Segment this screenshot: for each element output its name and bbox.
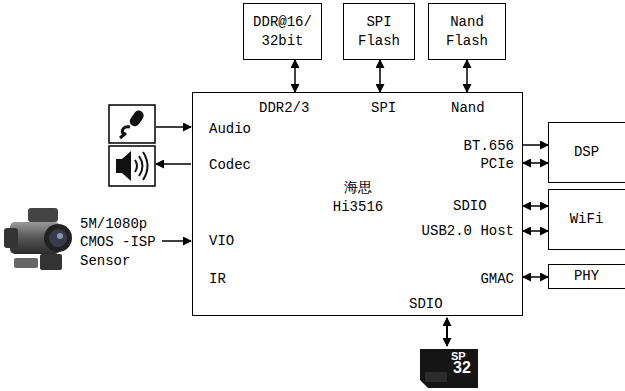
port-label: BT.656 xyxy=(464,137,514,156)
box-label: DSP xyxy=(574,143,599,162)
device-box: DDR@16/ 32bit xyxy=(243,3,322,60)
bus-arrow xyxy=(523,276,548,278)
bus-arrow xyxy=(379,60,381,92)
bus-arrow xyxy=(523,162,548,164)
port-label: 海思 Hi3516 xyxy=(326,179,390,217)
sd-arrow xyxy=(446,318,448,346)
bus-arrow xyxy=(294,60,296,92)
port-label: GMAC xyxy=(480,270,514,289)
sensor-label: 5M/1080p xyxy=(80,215,147,233)
box-label: DDR@16/ 32bit xyxy=(247,13,318,51)
box-label: Nand Flash xyxy=(432,13,502,51)
box-label: SPI Flash xyxy=(347,13,411,51)
bus-arrow xyxy=(523,230,548,232)
port-label: VIO xyxy=(209,232,234,251)
device-box: DSP xyxy=(548,122,625,183)
port-label: SPI xyxy=(371,99,396,118)
speaker-icon xyxy=(109,146,155,186)
microphone-icon xyxy=(109,105,155,143)
device-box: SPI Flash xyxy=(343,3,415,60)
port-label: SDIO xyxy=(453,197,487,216)
bus-arrow xyxy=(523,144,548,146)
sensor-label: Sensor xyxy=(80,252,130,270)
port-label: Audio xyxy=(209,120,251,139)
box-label: WiFi xyxy=(570,210,604,229)
port-label: PCIe xyxy=(480,155,514,174)
port-label: USB2.0 Host xyxy=(422,222,514,241)
audio-out-arrow xyxy=(156,163,191,165)
device-box: Nand Flash xyxy=(428,3,506,60)
camera-picture xyxy=(4,208,72,270)
port-label: IR xyxy=(209,270,226,289)
port-label: Nand xyxy=(451,99,485,118)
sd-card xyxy=(420,349,478,388)
sensor-arrow xyxy=(162,240,191,242)
port-label: DDR2/3 xyxy=(259,99,309,118)
bus-arrow xyxy=(466,60,468,92)
bus-arrow xyxy=(523,205,548,207)
box-label: PHY xyxy=(574,267,599,286)
sensor-label: CMOS -ISP xyxy=(80,233,156,251)
audio-in-arrow xyxy=(156,126,191,128)
device-box: WiFi xyxy=(548,189,625,250)
port-label: Codec xyxy=(209,156,251,175)
device-box: PHY xyxy=(548,264,625,289)
chip-box: DDR2/3 SPI NandAudioCodec 海思 Hi3516VIO IR BT.… xyxy=(192,92,523,316)
port-label: SDIO xyxy=(409,295,443,314)
card-label: 32 xyxy=(453,360,471,376)
